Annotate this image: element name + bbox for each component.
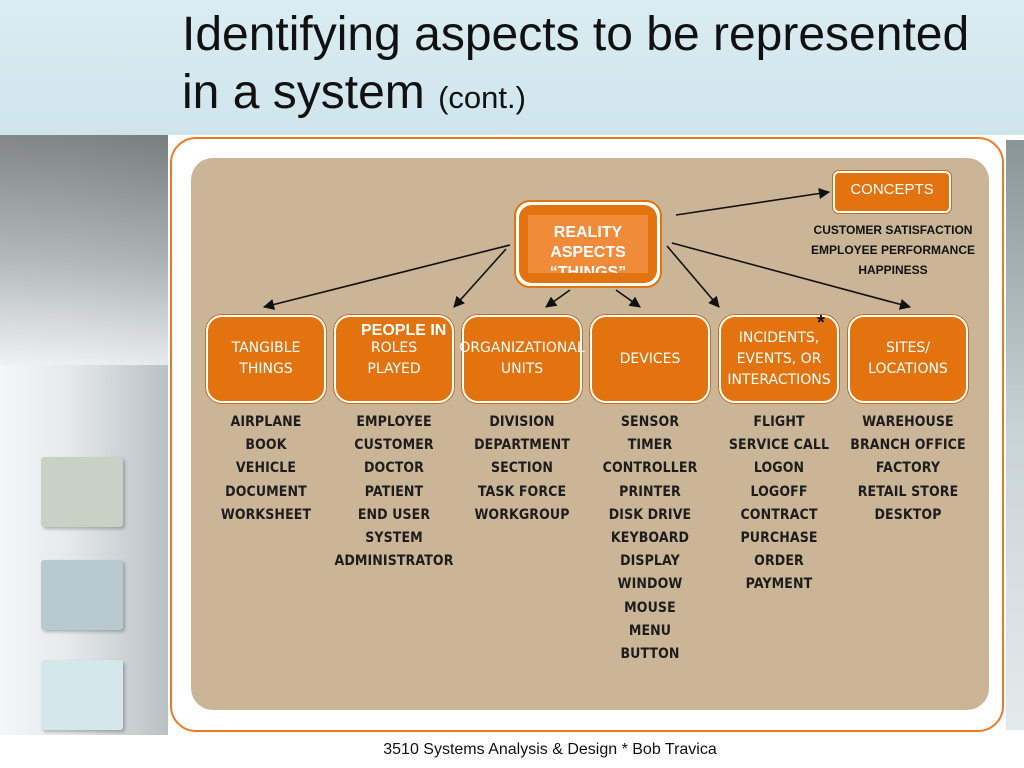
slide-title-main: Identifying aspects to be represented in… (182, 8, 970, 119)
examples-list-roles: EMPLOYEE CUSTOMER DOCTOR PATIENT END USE… (331, 411, 457, 573)
examples-list-incidents: FLIGHT SERVICE CALL LOGON LOGOFF CONTRAC… (725, 411, 833, 597)
category-node-roles-played: ROLES PLAYED (334, 315, 454, 403)
example-item: BUTTON (620, 646, 680, 663)
concept-item: EMPLOYEE PERFORMANCE (810, 243, 975, 257)
example-item: ORDER (754, 553, 804, 570)
reality-line-1: REALITY (553, 224, 623, 241)
incidents-asterisk: * (817, 312, 825, 334)
example-item: VEHICLE (235, 460, 297, 477)
example-item: PURCHASE (740, 530, 818, 547)
decor-swatch-3 (41, 660, 123, 730)
category-node-organizational-units: ORGANIZATIONAL UNITS (459, 315, 585, 403)
example-item: TASK FORCE (477, 483, 567, 500)
example-item: CONTRACT (740, 506, 818, 523)
example-item: LOGON (753, 460, 805, 477)
category-label-line: INTERACTIONS (727, 371, 831, 388)
example-item: WORKSHEET (220, 506, 312, 523)
examples-list-devices: SENSOR TIMER CONTROLLER PRINTER DISK DRI… (596, 411, 704, 666)
category-label-line: TANGIBLE (231, 340, 301, 356)
example-item: DESKTOP (874, 506, 942, 523)
example-item: WAREHOUSE (862, 414, 954, 430)
examples-list-tangible: AIRPLANE BOOK VEHICLE DOCUMENT WORKSHEET (212, 411, 320, 527)
example-item: KEYBOARD (610, 530, 690, 547)
category-label-line: INCIDENTS, (738, 329, 820, 346)
example-item: DEPARTMENT (474, 437, 570, 454)
category-label-line: SITES/ (885, 340, 931, 356)
concepts-examples: CUSTOMER SATISFACTION EMPLOYEE PERFORMAN… (793, 220, 993, 280)
category-label-line: ROLES (370, 340, 418, 356)
example-item: DOCTOR (364, 460, 424, 477)
example-item: PAYMENT (745, 576, 813, 593)
category-label-line: THINGS (239, 361, 293, 377)
example-item: SENSOR (620, 414, 680, 430)
example-item: RETAIL STORE (857, 483, 959, 500)
category-label-line: LOCATIONS (868, 361, 948, 377)
category-label-line: ORGANIZATIONAL (459, 340, 585, 356)
example-item: CONTROLLER (602, 460, 698, 477)
example-item: AIRPLANE (230, 414, 302, 430)
decor-swatch-1 (41, 457, 123, 527)
reality-line-3: “THINGS” (549, 264, 627, 273)
example-item: CUSTOMER (354, 437, 434, 454)
example-item: BOOK (245, 437, 287, 454)
example-item: DOCUMENT (225, 483, 307, 500)
category-node-incidents: INCIDENTS, EVENTS, OR INTERACTIONS (719, 315, 839, 403)
concepts-label: CONCEPTS (850, 181, 934, 198)
category-label-line: EVENTS, OR (736, 350, 822, 367)
example-item: END USER (357, 506, 431, 523)
right-decorative-band (1006, 140, 1024, 730)
category-node-tangible-things: TANGIBLE THINGS (206, 315, 326, 403)
example-item: DIVISION (489, 414, 555, 430)
concept-item: CUSTOMER SATISFACTION (813, 223, 973, 237)
decor-swatch-2 (41, 560, 123, 630)
example-item: DISK DRIVE (608, 506, 692, 523)
reality-aspects-label: REALITY ASPECTS “THINGS” (528, 215, 648, 273)
concepts-node: CONCEPTS (833, 171, 951, 213)
category-node-devices: DEVICES (590, 315, 710, 403)
example-item: FACTORY (875, 460, 941, 477)
example-item: EMPLOYEE (356, 414, 432, 430)
left-blur-shape (0, 135, 168, 365)
example-item: MOUSE (624, 599, 676, 616)
category-label-line: UNITS (500, 361, 544, 377)
example-item: DISPLAY (620, 553, 680, 570)
title-band (0, 0, 1024, 135)
example-item: BRANCH OFFICE (850, 437, 966, 454)
example-item: MENU (628, 622, 672, 639)
example-item: FLIGHT (753, 414, 805, 430)
example-item: WORKGROUP (474, 506, 570, 523)
examples-list-sites: WAREHOUSE BRANCH OFFICE FACTORY RETAIL S… (845, 411, 971, 527)
example-item: SYSTEM (365, 530, 423, 547)
category-node-sites-locations: SITES/LOCATIONS (848, 315, 968, 403)
example-item: SERVICE CALL (728, 437, 830, 454)
example-item: SECTION (490, 460, 554, 477)
example-item: LOGOFF (750, 483, 808, 500)
examples-list-organizational: DIVISION DEPARTMENT SECTION TASK FORCE W… (468, 411, 576, 527)
reality-line-2: ASPECTS (550, 244, 626, 261)
slide-title: Identifying aspects to be represented in… (182, 6, 1002, 127)
example-item: PATIENT (364, 483, 424, 500)
example-item: TIMER (627, 437, 673, 454)
example-item: PRINTER (619, 483, 681, 500)
slide-footer: 3510 Systems Analysis & Design * Bob Tra… (383, 741, 717, 758)
people-in-annotation: PEOPLE IN (361, 322, 447, 339)
left-decorative-band (0, 135, 168, 735)
concept-item: HAPPINESS (858, 263, 928, 277)
category-label-line: DEVICES (619, 350, 681, 367)
slide-title-suffix: (cont.) (438, 80, 526, 115)
category-label-line: PLAYED (367, 361, 421, 377)
example-item: WINDOW (617, 576, 683, 593)
example-item: ADMINISTRATOR (334, 553, 454, 570)
